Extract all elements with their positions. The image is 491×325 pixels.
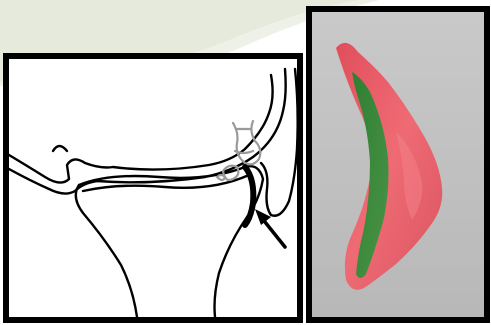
surface-model-render	[312, 12, 484, 317]
right-wall	[261, 69, 297, 216]
surface-model-panel	[306, 6, 490, 323]
lower-structure-left	[76, 185, 137, 317]
cross-section-diagram	[9, 59, 297, 317]
upper-structure-inner	[9, 69, 286, 194]
diagram-panel	[3, 53, 303, 323]
joint-detail	[217, 121, 260, 180]
left-bump	[53, 146, 67, 151]
